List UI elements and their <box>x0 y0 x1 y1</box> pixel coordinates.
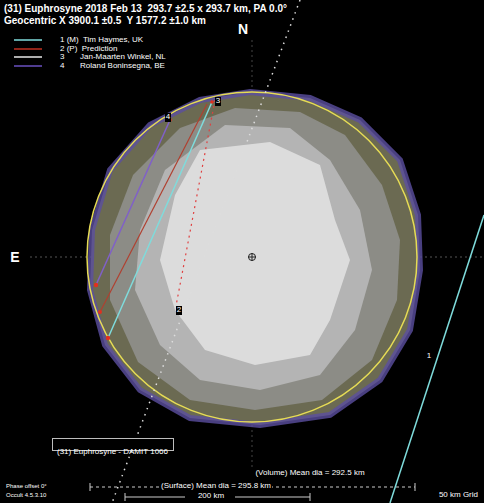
volume-diameter: (Volume) Mean dia = 292.5 km <box>255 469 364 478</box>
legend-text: 4 Roland Boninsegna, BE <box>60 62 165 71</box>
prediction-line <box>112 0 300 503</box>
software-version: Occult 4.5.3.10 <box>6 492 46 499</box>
legend-line <box>14 54 42 60</box>
scale-label: 200 km <box>197 492 225 501</box>
fitted-circle <box>87 92 417 422</box>
shape-middle <box>110 108 400 410</box>
legend-text: 2 (P) Prediction <box>60 45 117 54</box>
scale-tick <box>90 483 91 491</box>
surface-diameter: (Surface) Mean dia = 295.8 km <box>160 482 272 491</box>
callout-number: 2 <box>176 306 182 315</box>
legend-line <box>14 63 42 69</box>
legend-text: 3 Jan-Maarten Winkel, NL <box>60 53 166 62</box>
callout-number: 4 <box>165 113 171 122</box>
plot-title: (31) Euphrosyne 2018 Feb 13 293.7 ±2.5 x… <box>4 3 287 14</box>
legend-row: 2 (P) Prediction <box>14 45 117 54</box>
scale-tick <box>125 493 126 501</box>
legend-row: 3 Jan-Maarten Winkel, NL <box>14 53 166 62</box>
legend-line <box>14 37 42 43</box>
scale-bar <box>125 497 185 498</box>
legend-row: 4 Roland Boninsegna, BE <box>14 62 165 71</box>
legend-row: 1 (M) Tim Haymes, UK <box>14 36 143 45</box>
chord-line <box>96 120 170 285</box>
shape-core <box>160 142 350 365</box>
center-mark <box>252 253 253 261</box>
shape-inner <box>135 125 372 390</box>
scale-bar <box>235 497 310 498</box>
center-mark <box>249 254 256 261</box>
legend-line <box>14 46 42 52</box>
model-label: (31) Euphrosyne - DAMIT 1066 <box>57 447 168 456</box>
scale-tick <box>310 493 311 501</box>
east-label: E <box>10 250 19 265</box>
phase-offset: Phase offset 0° <box>6 483 47 490</box>
chord-end-marks <box>94 100 214 340</box>
north-label: N <box>238 22 248 37</box>
model-label-box: (31) Euphrosyne - DAMIT 1066 <box>52 438 174 451</box>
chord-line <box>100 104 207 312</box>
chord-line <box>108 102 212 338</box>
scale-tick <box>415 483 416 491</box>
prediction-chord <box>176 100 215 306</box>
callout-number: 3 <box>215 97 221 106</box>
chord-line <box>390 215 484 503</box>
callout-number: 1 <box>426 352 432 361</box>
grid-label: 50 km Grid <box>439 491 478 500</box>
geocentric-coords: Geocentric X 3900.1 ±0.5 Y 1577.2 ±1.0 k… <box>4 15 206 26</box>
legend-text: 1 (M) Tim Haymes, UK <box>60 36 143 45</box>
